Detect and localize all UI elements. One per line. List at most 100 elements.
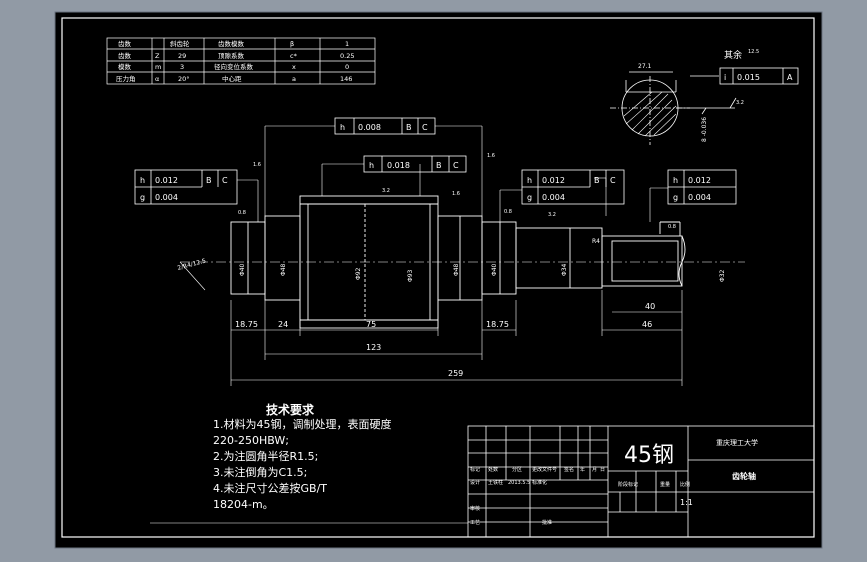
rough-a: 0.8	[238, 210, 246, 216]
pt-r1c4: c*	[290, 52, 298, 60]
right-tol-val2: 0.004	[688, 193, 711, 202]
tb-designer: 王铁柱	[488, 479, 503, 486]
part-name: 齿轮轴	[732, 471, 756, 481]
tb-stage: 阶段标记	[618, 481, 638, 488]
tb-review: 审核	[470, 505, 480, 512]
pt-r0c2: 齿数模数	[218, 39, 245, 48]
pt-r3c2: 20°	[178, 75, 190, 83]
tb-std: 标准化	[532, 479, 547, 486]
tb-label-5: 年	[580, 466, 585, 473]
pt-r2c3: 径向变位系数	[214, 62, 254, 71]
tol1-sym: h	[340, 123, 345, 132]
mid-tol-sym: h	[527, 176, 532, 185]
key-tol-value: 0.015	[737, 73, 760, 82]
svg-text:Φ93: Φ93	[407, 269, 414, 282]
key-tol-ref: A	[787, 73, 793, 82]
pt-r2c2: 3	[180, 63, 184, 71]
tol1-ref1: B	[406, 123, 412, 132]
key-tol-symbol: i	[724, 73, 726, 82]
dim-24: 24	[278, 320, 288, 329]
pt-r1c2: 29	[178, 52, 186, 60]
tb-label-7: 日	[600, 467, 605, 473]
tb-design: 设计	[470, 479, 480, 486]
tolerance-frames	[134, 117, 737, 205]
pt-r2c1: m	[155, 63, 161, 71]
tol1-val: 0.008	[358, 123, 381, 132]
right-tol-sym: h	[673, 176, 678, 185]
tol2-sym: h	[369, 161, 374, 170]
pt-r1c0: 齿数	[118, 51, 132, 60]
rough-h: 1.6	[487, 153, 495, 159]
material-label: 45钢	[624, 443, 674, 468]
left-tol-ref2: C	[222, 176, 228, 185]
tb-label-2: 分区	[512, 466, 522, 473]
dim-40: 40	[645, 302, 655, 311]
key-dim-side: 8 -0.036	[701, 117, 708, 142]
svg-text:Φ48: Φ48	[280, 263, 287, 276]
dim-18-75-left: 18.75	[235, 320, 258, 329]
rough-d: 0.8	[504, 209, 512, 215]
pt-r3c3: 中心距	[222, 74, 242, 83]
svg-text:Φ92: Φ92	[355, 267, 362, 280]
tb-label-0: 标记	[470, 466, 480, 473]
tech-line1: 1.材料为45钢，调制处理，表面硬度	[213, 417, 392, 431]
tb-weight: 重量	[660, 481, 670, 488]
right-tol-val: 0.012	[688, 176, 711, 185]
dim-46: 46	[642, 320, 652, 329]
svg-text:Φ48: Φ48	[453, 263, 460, 276]
key-hatch	[623, 91, 677, 137]
rough-b: 3.2	[382, 188, 390, 194]
pt-r0c3: β	[290, 40, 294, 48]
mid-tol-ref1: B	[594, 176, 600, 185]
dim-75: 75	[366, 320, 376, 329]
tb-process: 工艺	[470, 520, 480, 526]
mid-tol-ref2: C	[610, 176, 616, 185]
school-label: 重庆理工大学	[716, 438, 758, 447]
rough-f: 0.8	[668, 224, 676, 230]
tb-date: 2013.5.5	[508, 480, 530, 486]
key-dim-top: 27.1	[638, 63, 652, 70]
svg-text:Φ40: Φ40	[239, 263, 246, 276]
mid-tol-sym2: g	[527, 193, 532, 202]
dimension-lines	[179, 125, 683, 386]
right-tol-sym2: g	[673, 193, 678, 202]
tech-requirements: 技术要求 1.材料为45钢，调制处理，表面硬度 220-250HBW; 2.为注…	[213, 402, 392, 511]
pt-r2c5: 0	[345, 63, 349, 71]
tb-label-1: 处数	[488, 466, 498, 473]
title-block	[467, 425, 815, 538]
shaft-outline	[180, 195, 745, 329]
rough-g: 1.6	[253, 162, 261, 168]
mid-tol-val2: 0.004	[542, 193, 565, 202]
left-tol-val: 0.012	[155, 176, 178, 185]
pt-r2c4: x	[292, 63, 296, 71]
pt-r0c1: 斜齿轮	[170, 39, 190, 48]
tb-approve: 批准	[542, 519, 552, 526]
pt-r3c5: 146	[340, 75, 352, 83]
tech-line6: 18204-m。	[213, 498, 274, 511]
pt-r0c4: 1	[345, 40, 349, 48]
tech-line3: 2.为注圆角半径R1.5;	[213, 449, 318, 463]
pt-r3c0: 压力角	[116, 74, 136, 83]
tech-title: 技术要求	[266, 402, 315, 417]
key-section	[610, 71, 737, 145]
rough-e: 3.2	[548, 212, 556, 218]
pt-r1c5: 0.25	[340, 52, 354, 60]
pt-r2c0: 模数	[118, 62, 132, 71]
svg-text:Φ40: Φ40	[491, 263, 498, 276]
tech-line4: 3.未注倒角为C1.5;	[213, 465, 307, 479]
diameter-marks: Φ40 Φ48 Φ92 Φ93 Φ48 Φ40 Φ34 Φ32	[239, 263, 726, 282]
fillet-label: R4	[592, 238, 600, 245]
params-table	[106, 37, 376, 85]
key-tolerance-frame	[690, 67, 799, 85]
left-tol-ref1: B	[206, 176, 212, 185]
tol2-ref1: B	[436, 161, 442, 170]
tol2-val: 0.018	[387, 161, 410, 170]
tol1-ref2: C	[422, 123, 428, 132]
scale-value: 1:1	[680, 498, 693, 507]
mid-tol-val: 0.012	[542, 176, 565, 185]
pt-r3c4: a	[292, 75, 296, 83]
drawing-frame	[61, 17, 815, 538]
tech-line5: 4.未注尺寸公差按GB/T	[213, 481, 327, 495]
pt-r3c1: α	[155, 75, 159, 83]
